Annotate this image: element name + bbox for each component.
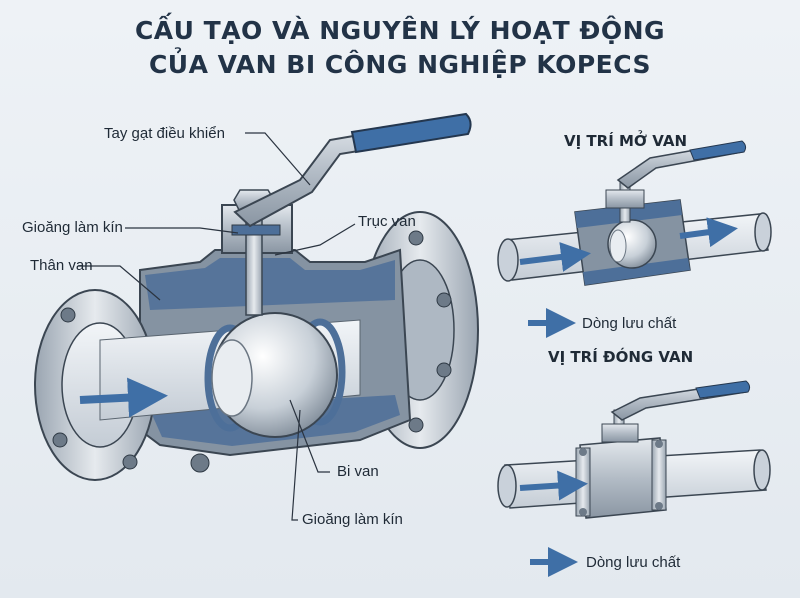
closed-legend-label: Dòng lưu chất: [586, 554, 681, 571]
valve-body-top-cut: [145, 258, 395, 310]
label-gasket-bottom: Gioăng làm kín: [302, 511, 403, 528]
left-flange-bolt: [52, 432, 68, 448]
label-body: Thân van: [30, 257, 93, 274]
label-handle: Tay gạt điều khiển: [104, 125, 225, 142]
closed-valve: [497, 380, 771, 519]
right-flange-bolt: [408, 417, 424, 433]
ball-port: [211, 339, 253, 417]
closed-bonnet: [601, 423, 639, 443]
closed-heading: VỊ TRÍ ĐÓNG VAN: [548, 347, 693, 366]
right-flange-bolt: [436, 362, 452, 378]
callout-gasket-top-line: [125, 227, 239, 234]
label-gasket-top: Gioăng làm kín: [22, 219, 123, 236]
callout-lines: [78, 132, 356, 521]
open-legend-label: Dòng lưu chất: [582, 315, 677, 332]
callout-handle-line: [245, 132, 311, 186]
right-flange-bolt: [436, 292, 452, 308]
closed-flow-arrow: [519, 470, 588, 501]
flow-arrow: [79, 377, 168, 418]
open-ball-port: [609, 229, 627, 263]
left-flange-bolt: [60, 307, 76, 323]
callout-gasket-bottom-line: [291, 409, 301, 521]
left-flange-bolt: [122, 454, 138, 470]
open-heading: VỊ TRÍ MỞ VAN: [564, 129, 687, 150]
open-body-cut-bottom: [583, 258, 690, 285]
closed-bolt: [655, 440, 663, 448]
closed-bolt: [579, 448, 587, 456]
title-line-2: CỦA VAN BI CÔNG NGHIỆP KOPECS: [148, 50, 652, 79]
main-valve: [34, 112, 479, 481]
title-line-1: CẤU TẠO VÀ NGUYÊN LÝ HOẠT ĐỘNG: [134, 16, 666, 45]
gland-packing: [231, 224, 281, 236]
open-bonnet: [605, 189, 645, 209]
open-valve: [497, 140, 772, 286]
label-ball: Bi van: [337, 463, 379, 480]
open-pipe-end-right: [754, 212, 772, 252]
callout-body-line: [78, 265, 161, 301]
body-bolt: [190, 453, 210, 473]
closed-end-cap-right: [651, 439, 667, 511]
open-handle-grip: [689, 140, 747, 161]
page-title: CẤU TẠO VÀ NGUYÊN LÝ HOẠT ĐỘNG CỦA VAN B…: [0, 14, 800, 82]
open-flow-arrow-out: [679, 217, 738, 248]
right-flange-bolt: [408, 230, 424, 246]
callout-stem-line: [274, 223, 356, 256]
open-pipe-end-left: [497, 238, 519, 282]
closed-pipe-end-right: [753, 449, 771, 491]
closed-bolt: [579, 508, 587, 516]
closed-bolt: [655, 502, 663, 510]
closed-pipe-end-left: [497, 464, 517, 508]
label-stem: Trục van: [358, 213, 416, 230]
open-flow-arrow-in: [519, 242, 591, 272]
closed-handle-grip: [695, 380, 751, 399]
handle-grip: [350, 112, 472, 154]
